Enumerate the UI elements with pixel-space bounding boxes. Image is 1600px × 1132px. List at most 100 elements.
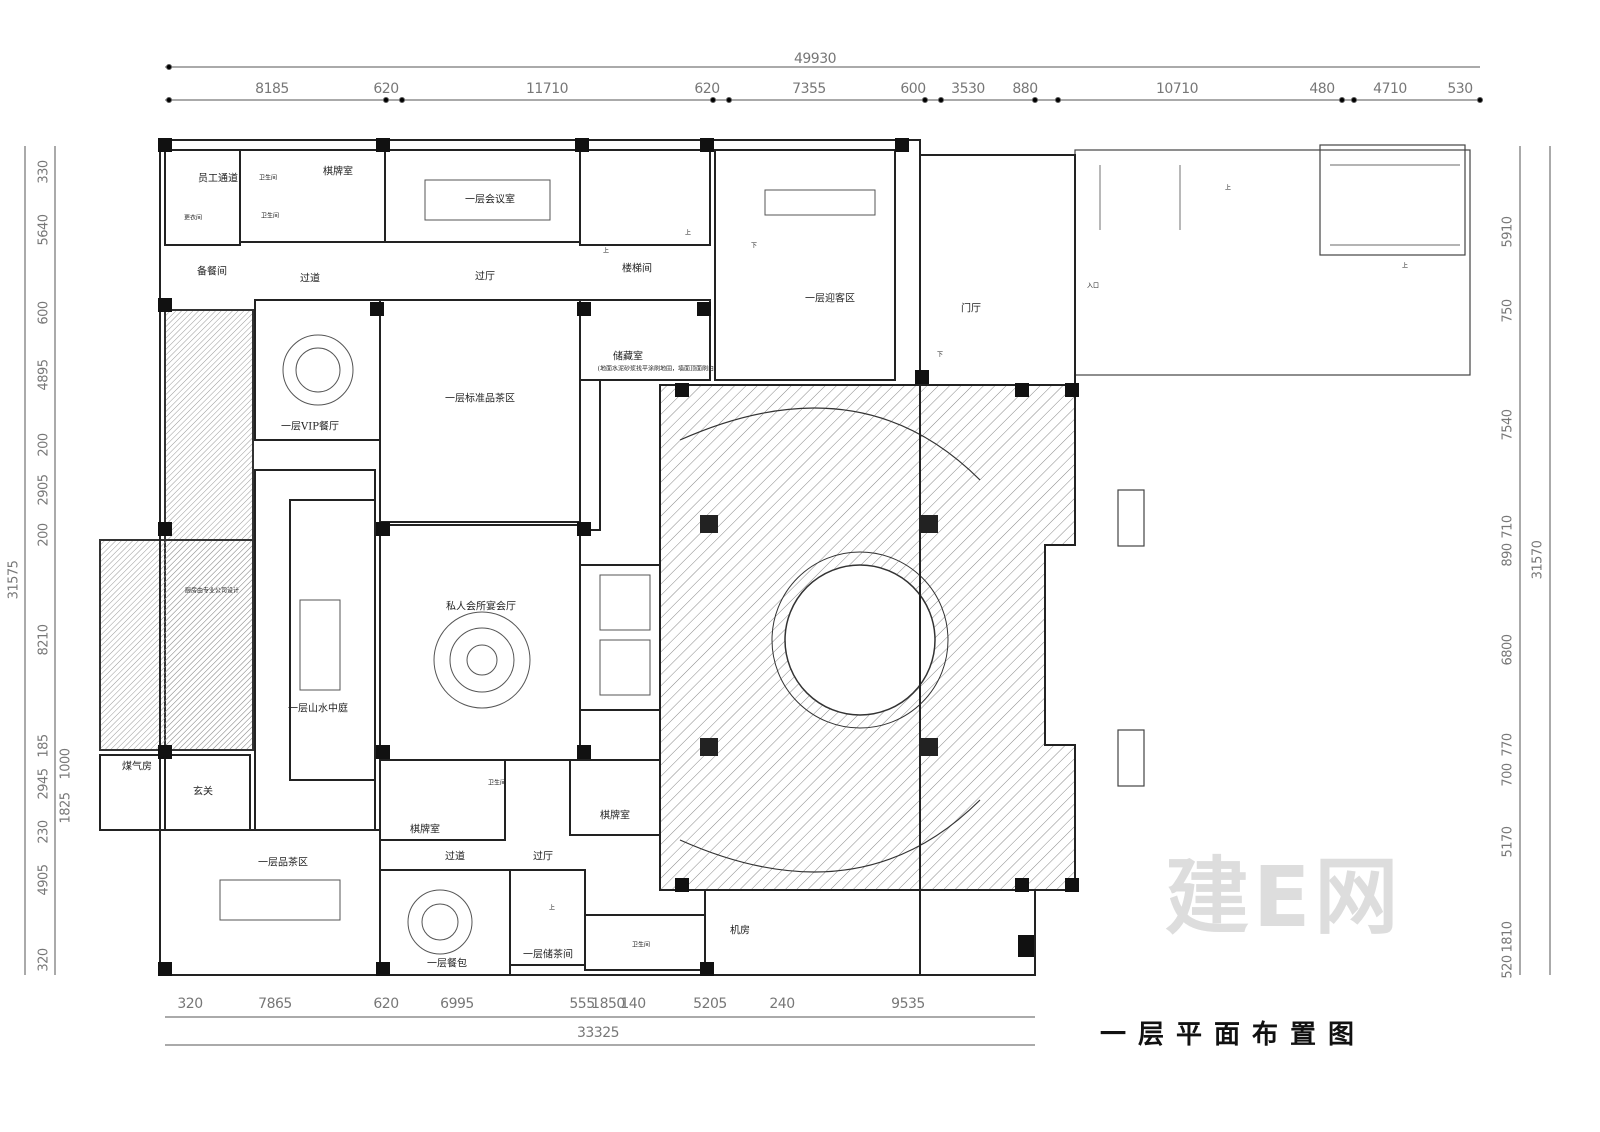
- dim-bottom: 9535: [891, 996, 925, 1012]
- dim-bottom: 320: [177, 996, 203, 1012]
- room-label-wc: 卫生间: [258, 174, 278, 182]
- room-label-locker-room: 更衣间: [183, 214, 203, 222]
- room-label-hall: 过厅: [533, 851, 553, 863]
- dim-left: 320: [36, 948, 52, 972]
- dim-left: 5640: [36, 214, 52, 246]
- stair-up-label: 上: [602, 247, 610, 255]
- room-label-banquet-hall: 私人会所宴会厅: [446, 601, 516, 613]
- dim-bottom: 5205: [693, 996, 727, 1012]
- dim-right: 890: [1500, 543, 1516, 567]
- room-label-reception: 一层迎客区: [805, 293, 855, 305]
- room-label-meeting-room: 一层会议室: [465, 194, 515, 206]
- room-label-storage: 储藏室: [613, 351, 643, 363]
- dim-bottom: 1850: [591, 996, 625, 1012]
- main-hall: [659, 384, 1076, 891]
- storage-note: (地面水泥砂浆找平涂刷地固，墙面顶面刷白): [597, 365, 717, 373]
- stair-down-label: 下: [750, 242, 758, 250]
- dim-left-total: 31575: [6, 560, 22, 600]
- stair-up-label: 上: [1401, 262, 1409, 270]
- dim-right: 700: [1500, 763, 1516, 787]
- dim-bottom: 555: [569, 996, 595, 1012]
- room-label-pantry: 备餐间: [197, 266, 227, 278]
- dim-left: 8210: [36, 624, 52, 656]
- dim-right: 6800: [1500, 634, 1516, 666]
- room-label-tea-storage: 一层储茶间: [523, 949, 573, 961]
- dim-left: 2945: [36, 768, 52, 800]
- dim-top: 620: [373, 81, 399, 97]
- dim-bottom: 7865: [258, 996, 292, 1012]
- room-label-wc: 卫生间: [631, 941, 651, 949]
- dim-top-total: 49930: [793, 51, 837, 67]
- dim-left: 4895: [36, 359, 52, 391]
- entrance-label: 入口: [1086, 282, 1100, 290]
- dimension-lines: [24, 64, 1551, 1046]
- stair-up-label: 上: [548, 904, 556, 912]
- dim-right: 5910: [1500, 216, 1516, 248]
- stair-up-label: 上: [1224, 184, 1232, 192]
- dim-top: 3530: [951, 81, 985, 97]
- dim-top: 4710: [1373, 81, 1407, 97]
- room-label-private-dining: 一层餐包: [427, 958, 467, 970]
- watermark: 建E网: [1165, 848, 1403, 946]
- dim-left: 200: [36, 433, 52, 457]
- dim-right: 5170: [1500, 826, 1516, 858]
- dim-top: 620: [694, 81, 720, 97]
- dim-left: 330: [36, 160, 52, 184]
- room-label-gas-room: 煤气房: [122, 761, 152, 773]
- room-label-standard-tea-area: 一层标准品茶区: [445, 393, 515, 405]
- dim-bottom: 140: [620, 996, 646, 1012]
- columns: [158, 138, 1079, 976]
- dim-bottom: 620: [373, 996, 399, 1012]
- dim-left: 1825: [58, 792, 74, 824]
- dim-top: 880: [1012, 81, 1038, 97]
- dim-bottom-total: 33325: [576, 1025, 620, 1041]
- dim-bottom: 6995: [440, 996, 474, 1012]
- dim-right-total: 31570: [1530, 540, 1546, 580]
- dim-right: 750: [1500, 299, 1516, 323]
- room-label-wc: 卫生间: [487, 779, 507, 787]
- furniture: [219, 179, 876, 955]
- dim-left: 4905: [36, 864, 52, 896]
- room-label-staff-passage: 员工通道: [198, 173, 238, 185]
- dim-top: 10710: [1155, 81, 1199, 97]
- room-label-chess-room: 棋牌室: [323, 166, 353, 178]
- room-label-stairwell: 楼梯间: [622, 263, 652, 275]
- terrace: [1074, 144, 1471, 787]
- dim-left: 230: [36, 820, 52, 844]
- room-label-vip-dining: 一层VIP餐厅: [281, 421, 339, 433]
- dim-right: 7540: [1500, 409, 1516, 441]
- dim-top: 8185: [255, 81, 289, 97]
- walls: [99, 139, 1076, 976]
- dim-top: 600: [900, 81, 926, 97]
- dim-left: 200: [36, 523, 52, 547]
- dim-top: 480: [1309, 81, 1335, 97]
- stair-up-label: 上: [684, 229, 692, 237]
- dim-top: 530: [1447, 81, 1473, 97]
- dim-left: 2905: [36, 474, 52, 506]
- room-label-chess-room: 棋牌室: [600, 810, 630, 822]
- dim-left: 600: [36, 301, 52, 325]
- room-label-corridor: 过道: [445, 851, 465, 863]
- room-label-corridor: 过道: [300, 273, 320, 285]
- drawing-title: 一层平面布置图: [1100, 1020, 1367, 1050]
- dim-bottom: 240: [769, 996, 795, 1012]
- dim-right: 710: [1500, 515, 1516, 539]
- dim-left: 1000: [58, 748, 74, 780]
- room-label-wc: 卫生间: [260, 212, 280, 220]
- room-label-foyer: 门厅: [961, 303, 981, 315]
- dim-top: 7355: [792, 81, 826, 97]
- dim-right: 1810: [1500, 921, 1516, 953]
- room-label-hall: 过厅: [475, 271, 495, 283]
- room-label-tea-area: 一层品茶区: [258, 857, 308, 869]
- dim-right: 770: [1500, 733, 1516, 757]
- stair-down-label: 下: [936, 351, 944, 359]
- dim-left: 185: [36, 734, 52, 758]
- room-label-entry: 玄关: [193, 786, 213, 798]
- room-label-machine-room: 机房: [730, 925, 750, 937]
- kitchen-note: 厨房由专业公司设计: [184, 587, 240, 595]
- dim-right: 520: [1500, 955, 1516, 979]
- dim-top: 11710: [525, 81, 569, 97]
- room-label-chess-room: 棋牌室: [410, 824, 440, 836]
